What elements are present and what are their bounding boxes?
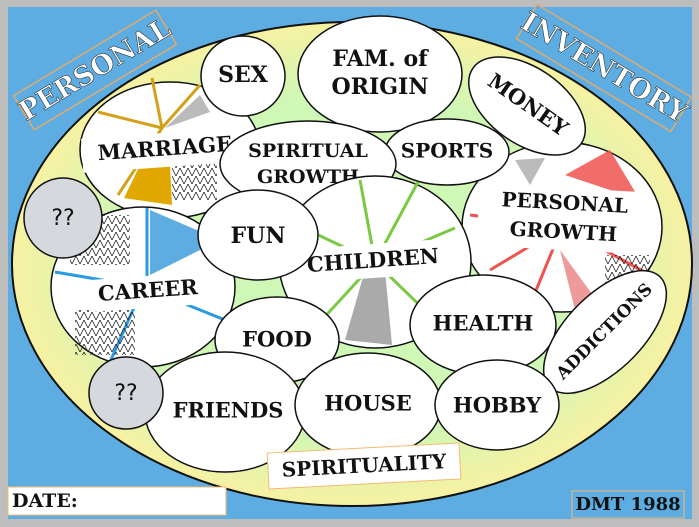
label-house: HOUSE [324,391,412,416]
label-fam-origin-2: ORIGIN [332,74,429,100]
credit-text: DMT 1988 [575,494,680,515]
area-unknown-top[interactable]: ?? [23,177,103,259]
area-sports[interactable]: SPORTS [384,118,510,186]
area-house[interactable]: HOUSE [294,352,442,458]
area-money[interactable]: MONEY [451,37,603,175]
label-friends: FRIENDS [173,398,284,423]
credit-box: DMT 1988 [571,490,685,519]
area-sex[interactable]: SEX [200,35,286,117]
label-food: FOOD [242,327,312,352]
label-unknown-top: ?? [51,206,74,231]
label-hobby: HOBBY [453,393,542,418]
area-career[interactable]: CAREER [50,206,236,368]
area-friends[interactable]: FRIENDS [144,351,306,473]
spirituality-label: SPIRITUALITY [266,442,462,490]
label-sports: SPORTS [401,139,494,163]
date-field[interactable]: DATE: [7,486,227,516]
label-fun: FUN [231,223,286,249]
area-hobby[interactable]: HOBBY [434,359,560,451]
label-sex: SEX [218,62,269,88]
label-health: HEALTH [433,311,534,336]
label-spiritual-growth-1: SPIRITUAL [248,140,368,162]
area-family-of-origin[interactable]: FAM. of ORIGIN [297,15,463,133]
date-label: DATE: [12,490,78,512]
label-spiritual-growth-2: GROWTH [257,166,359,188]
label-fam-origin-1: FAM. of [332,46,429,72]
label-unknown-bottom: ?? [114,381,137,406]
area-unknown-bottom[interactable]: ?? [88,356,164,430]
area-health[interactable]: HEALTH [409,274,557,376]
label-personal-growth-2: GROWTH [509,217,617,247]
area-fun[interactable]: FUN [197,189,319,281]
